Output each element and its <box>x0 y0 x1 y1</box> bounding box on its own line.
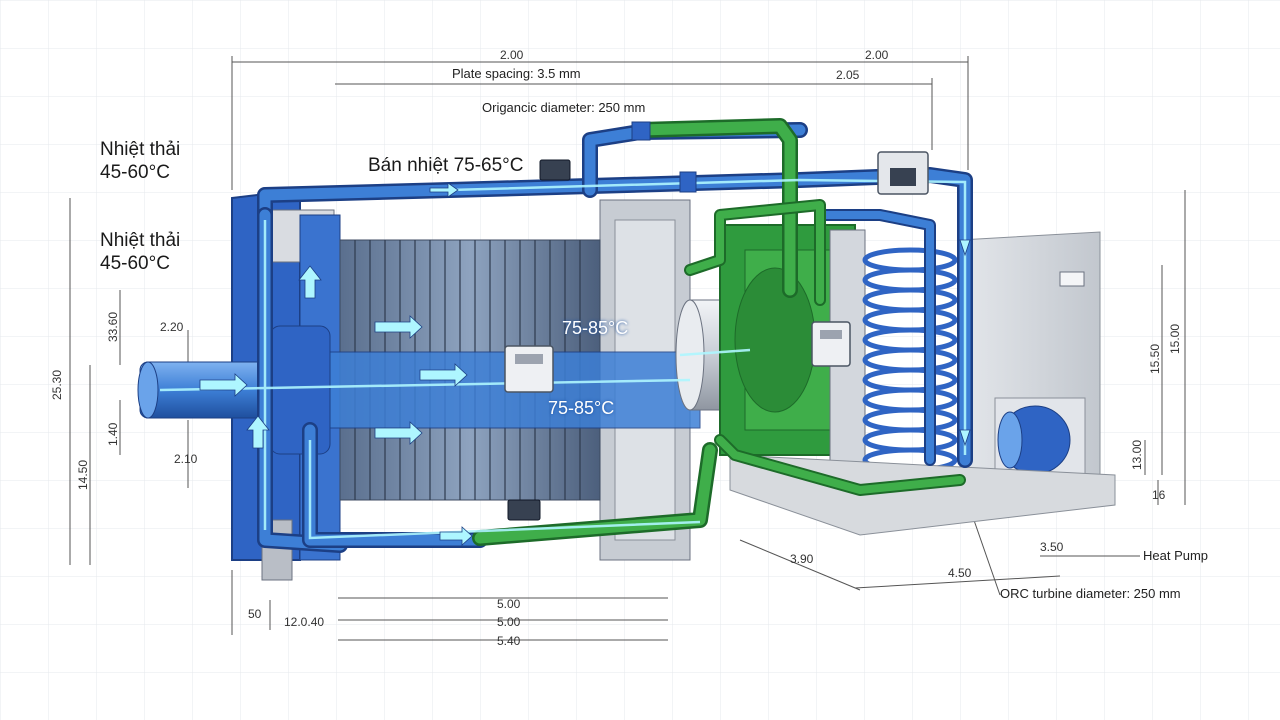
plate-spacing-label: Plate spacing: 3.5 mm <box>452 66 581 81</box>
dim-base-width: 4.50 <box>948 566 972 580</box>
top-flow-label: Bán nhiệt 75-65°C <box>368 155 524 176</box>
dim-bottom-3: 5.40 <box>497 634 521 648</box>
dim-base-depth: 3.90 <box>790 552 814 566</box>
dim-base-right: 3.50 <box>1040 540 1064 554</box>
green-pipes <box>472 118 966 546</box>
core-temp-upper: 75-85°C <box>562 318 629 338</box>
condenser-coil <box>862 247 958 473</box>
dim-right-tiny: 16 <box>1152 488 1166 502</box>
flow-arrows <box>199 182 971 546</box>
dim-left-upper-small: 33.60 <box>106 311 120 342</box>
inlet-title-lower: Nhiệt thải <box>100 230 181 251</box>
dim-top-left: 2.00 <box>500 48 524 62</box>
dim-inlet-bottom: 2.10 <box>174 452 198 466</box>
dim-inlet-top: 2.20 <box>160 320 184 334</box>
dim-right-mid: 15.50 <box>1148 343 1162 374</box>
dim-left-lower: 14.50 <box>76 459 90 490</box>
inlet-temp-upper: 45-60°C <box>100 162 170 183</box>
dim-right-small: 13.00 <box>1130 439 1144 470</box>
heat-pump-label: Heat Pump <box>1143 548 1209 563</box>
inlet-temp-lower: 45-60°C <box>100 253 170 274</box>
dim-left-small: 1.40 <box>106 422 120 446</box>
dim-bottom-left-b: 12.0.40 <box>284 615 325 629</box>
core-temp-lower: 75-85°C <box>548 398 615 418</box>
heat-pump-cabinet <box>959 231 1101 491</box>
inlet-title-upper: Nhiệt thải <box>100 139 181 160</box>
orc-diameter-label: ORC turbine diameter: 250 mm <box>1000 586 1181 601</box>
organic-diameter-label: Origancic diameter: 250 mm <box>482 100 646 115</box>
dim-top-right: 2.00 <box>865 48 889 62</box>
sensor-boxes <box>504 121 929 521</box>
dim-left-total: 25.30 <box>50 369 64 400</box>
dim-bottom-left-a: 50 <box>248 607 262 621</box>
dim-right-tall: 15.00 <box>1168 323 1182 354</box>
dim-bottom-2: 5.00 <box>497 615 521 629</box>
dim-bottom-1: 5.00 <box>497 597 521 611</box>
dimension-lines <box>69 56 1186 641</box>
dim-top-right-sub: 2.05 <box>836 68 860 82</box>
